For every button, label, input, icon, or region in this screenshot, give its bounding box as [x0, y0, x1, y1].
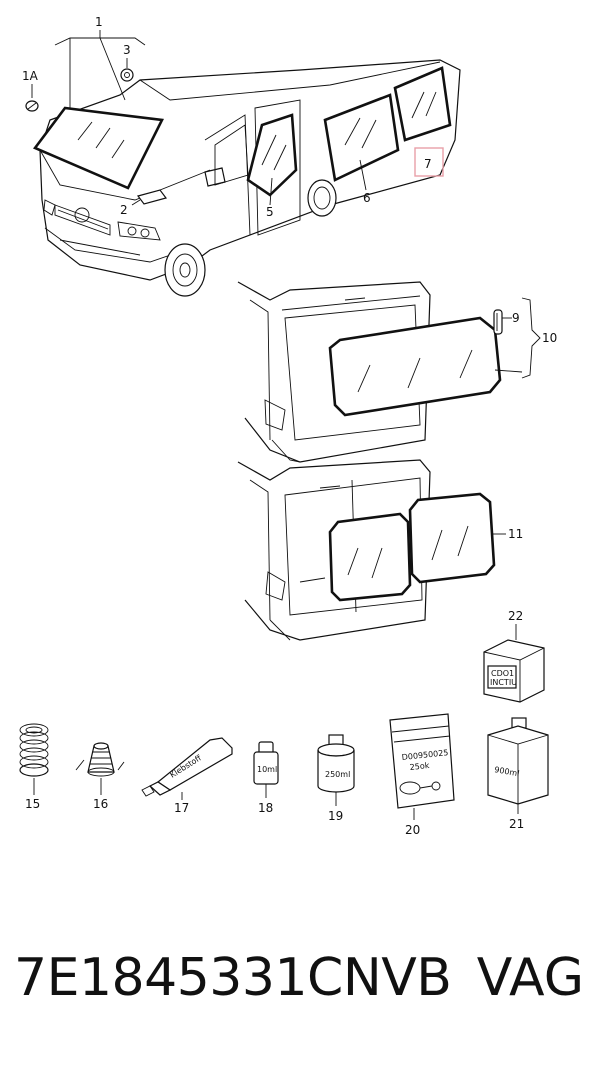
caption: 7E1845331CNVB VAG — [0, 948, 600, 1038]
box-label-top: CDO1 — [491, 669, 514, 678]
repair-kit-bag: D00950025 25ok — [389, 713, 455, 809]
callout-6: 6 — [363, 191, 371, 205]
callout-19: 19 — [328, 809, 343, 823]
callout-2: 2 — [120, 203, 128, 217]
callout-10: 10 — [542, 331, 557, 345]
callout-1: 1 — [95, 15, 103, 29]
callout-21: 21 — [509, 817, 524, 831]
callout-1a: 1A — [22, 69, 39, 83]
rear-doors-illustration — [237, 459, 496, 641]
canister: 900ml — [487, 717, 549, 805]
van-illustration — [25, 59, 461, 297]
box-label-bottom: INCTIU — [490, 678, 517, 687]
callout-20: 20 — [405, 823, 420, 837]
callout-3: 3 — [123, 43, 131, 57]
sealing-roll — [75, 742, 125, 777]
small-bottle: 10ml — [253, 741, 279, 785]
parts-diagram: 1 1A 3 2 5 6 7 9 10 — [19, 15, 557, 837]
brand-name: VAG — [476, 948, 584, 1008]
bag-qty: 25ok — [409, 761, 430, 772]
can-label: 250ml — [325, 770, 350, 779]
highlight-box — [414, 147, 444, 177]
primer-can: 250ml — [317, 734, 355, 793]
callout-5: 5 — [266, 205, 274, 219]
part-number: 7E1845331CNVB — [14, 948, 452, 1008]
callout-16: 16 — [93, 797, 108, 811]
canister-label: 900ml — [494, 765, 520, 778]
adhesive-tube: Klebstoff — [141, 737, 233, 797]
bottle-label: 10ml — [257, 765, 277, 774]
callout-11: 11 — [508, 527, 523, 541]
rear-tailgate-illustration — [237, 281, 503, 463]
callout-15: 15 — [25, 797, 40, 811]
callout-18: 18 — [258, 801, 273, 815]
callout-7: 7 — [424, 157, 432, 171]
sealing-cord-coil — [19, 723, 49, 777]
callout-17: 17 — [174, 801, 189, 815]
callout-9: 9 — [512, 311, 520, 325]
box-product: CDO1 INCTIU — [483, 639, 545, 703]
callout-22: 22 — [508, 609, 523, 623]
